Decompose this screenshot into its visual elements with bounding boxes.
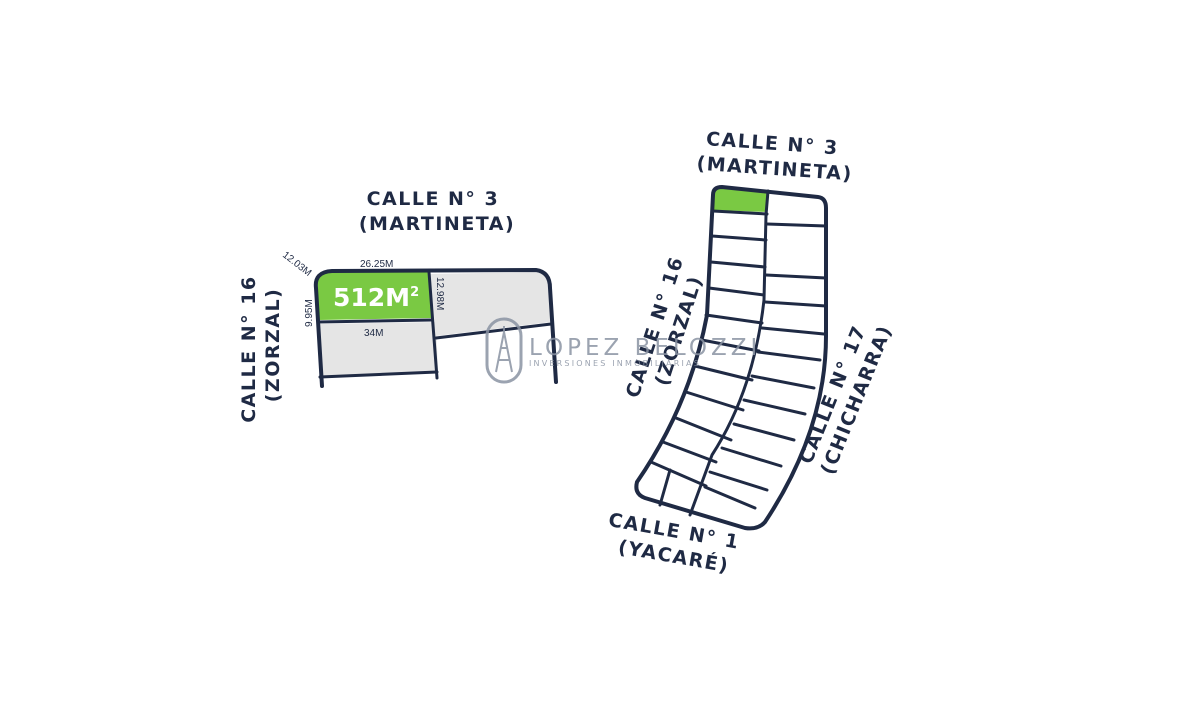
left-block: 512M2 26.25M 12.03M 9.95M 12.98M 34M CAL…	[238, 188, 558, 423]
right-left-lot-lines	[649, 209, 769, 507]
lot-highlighted-right[interactable]	[714, 188, 768, 212]
street-label-martineta-right: CALLE N° 3 (MARTINETA)	[696, 128, 855, 186]
tower-icon	[485, 317, 523, 384]
street-label-zorzal-right: CALLE N° 16 (ZORZAL)	[622, 246, 714, 408]
dim-bottom-label: 34M	[364, 328, 383, 339]
dim-corner-label: 12.03M	[280, 250, 313, 279]
brand-tagline: INVERSIONES INMOBILIARIAS	[529, 359, 701, 368]
street-label-chicharra: CALLE N° 17 (CHICHARRA)	[794, 313, 896, 478]
right-right-lot-lines	[703, 222, 828, 510]
street-label-martineta-left: CALLE N° 3 (MARTINETA)	[359, 188, 515, 235]
left-divider-v1	[427, 270, 439, 380]
watermark: LOPEZ BELOZZI INVERSIONES INMOBILIARIAS	[485, 317, 761, 384]
right-block-outline	[634, 185, 828, 531]
brand-name: LOPEZ BELOZZI	[529, 335, 761, 361]
street-label-zorzal-left: CALLE N° 16 (ZORZAL)	[238, 267, 284, 423]
left-divider-h2	[318, 370, 439, 379]
left-block-outline	[313, 268, 558, 388]
dim-top-label: 26.25M	[360, 259, 393, 270]
lot-grey-bottom-left[interactable]	[318, 322, 438, 377]
lot-area-label: 512M2	[333, 283, 419, 312]
street-label-yacare: CALLE N° 1 (YACARÉ)	[602, 509, 749, 580]
lot-highlighted-512[interactable]	[316, 272, 432, 320]
lot-grey-right[interactable]	[430, 272, 551, 336]
dim-right-label: 12.98M	[434, 277, 445, 310]
left-divider-h3	[434, 322, 553, 340]
left-divider-h1	[316, 318, 434, 324]
dim-left-label: 9.95M	[304, 299, 315, 327]
